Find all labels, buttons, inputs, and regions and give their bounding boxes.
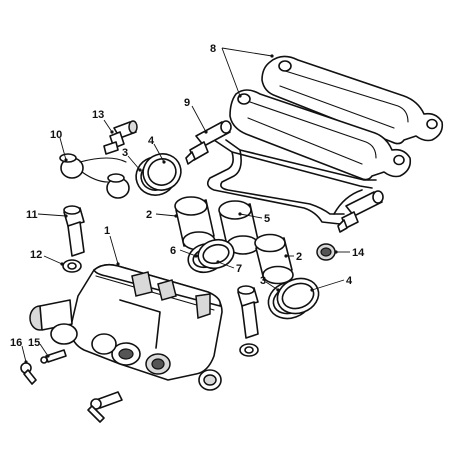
caliper-bracket xyxy=(206,139,377,225)
callout-5: 5 xyxy=(264,213,270,225)
slide-pin-lower xyxy=(337,190,384,233)
bleed-screw-16 xyxy=(20,362,123,423)
callout-8: 8 xyxy=(210,43,216,55)
leader-dots xyxy=(24,54,338,364)
callout-13: 13 xyxy=(92,109,104,121)
callout-labels: 8 9 13 10 3 4 2 5 6 7 2 14 3 4 11 12 1 1… xyxy=(10,43,365,349)
piston-right xyxy=(254,233,294,285)
seal-rings-center xyxy=(187,238,235,274)
callout-16: 16 xyxy=(10,337,22,349)
brake-pad-lower xyxy=(229,89,412,181)
seal-rings-upper xyxy=(135,153,182,196)
callout-11: 11 xyxy=(26,209,38,221)
callout-6: 6 xyxy=(170,245,176,257)
slide-pin-upper xyxy=(185,120,232,165)
callout-12: 12 xyxy=(30,249,42,261)
mounting-bolt-left xyxy=(63,205,85,257)
callout-9: 9 xyxy=(184,97,190,109)
callout-2-left: 2 xyxy=(146,209,152,221)
callout-14: 14 xyxy=(352,247,365,259)
callout-2-right: 2 xyxy=(296,251,302,263)
plug xyxy=(316,243,336,261)
piston-left xyxy=(174,196,216,251)
brake-pad-upper xyxy=(261,55,444,145)
mounting-bolt-center xyxy=(237,285,259,357)
bleed-screw-15 xyxy=(40,349,67,364)
seal-rings-lower xyxy=(267,277,320,320)
leader-lines xyxy=(21,47,350,363)
washer-left xyxy=(62,259,82,273)
callout-7: 7 xyxy=(236,263,242,275)
caliper-body xyxy=(29,263,223,391)
callout-10: 10 xyxy=(50,129,62,141)
callout-4-lower: 4 xyxy=(346,275,353,287)
bleeder-caps xyxy=(59,153,130,199)
callout-4-upper: 4 xyxy=(148,135,155,147)
callout-1: 1 xyxy=(104,225,110,237)
bleeder-screw xyxy=(103,120,138,155)
callout-3-lower: 3 xyxy=(260,275,266,287)
callout-3-upper: 3 xyxy=(122,147,128,159)
callout-15: 15 xyxy=(28,337,40,349)
